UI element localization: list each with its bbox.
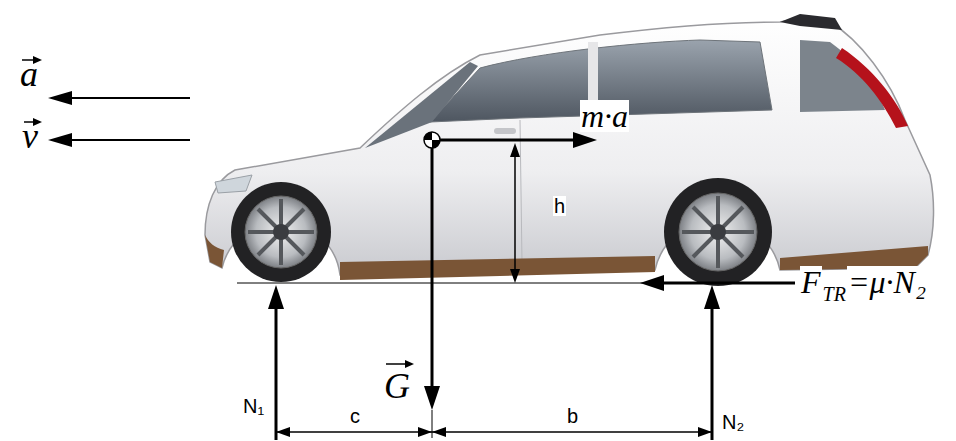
acceleration-label: a xyxy=(20,56,38,92)
friction-formula: =μ·N₂ xyxy=(847,266,927,298)
weight-arrow xyxy=(424,140,440,438)
door-handle xyxy=(494,128,516,134)
center-of-gravity xyxy=(424,132,440,148)
front-trim xyxy=(205,235,224,268)
normal-force-label: N₁ xyxy=(243,396,264,416)
acceleration-arrow xyxy=(48,91,190,105)
side-skirt xyxy=(340,256,655,280)
windshield xyxy=(365,62,478,148)
friction-label: F xyxy=(800,266,822,298)
height-label: h xyxy=(553,196,566,216)
friction-arrow xyxy=(640,275,795,291)
inertia-label: m·a xyxy=(580,100,629,132)
dimension-label: b xyxy=(567,406,578,426)
rear-spoiler xyxy=(780,14,842,30)
normal-force-label: N₂ xyxy=(722,412,744,432)
wheelbase-dimension xyxy=(276,427,712,437)
height-dimension xyxy=(510,143,520,283)
normal-force-front xyxy=(268,285,284,440)
dimension-label: c xyxy=(350,406,360,426)
velocity-label: v xyxy=(22,118,38,154)
vector-mark-head xyxy=(405,360,414,368)
front-wheel xyxy=(231,182,331,282)
weight-label: G xyxy=(384,368,410,404)
friction-subscript: TR xyxy=(822,284,847,304)
rear-wheel xyxy=(664,178,772,286)
headlight xyxy=(215,175,252,193)
car-body xyxy=(205,18,934,275)
vector-mark xyxy=(386,363,407,365)
tail-light xyxy=(836,48,908,128)
vector-marks xyxy=(22,56,414,368)
velocity-arrow xyxy=(48,133,190,147)
normal-force-rear xyxy=(704,285,720,440)
